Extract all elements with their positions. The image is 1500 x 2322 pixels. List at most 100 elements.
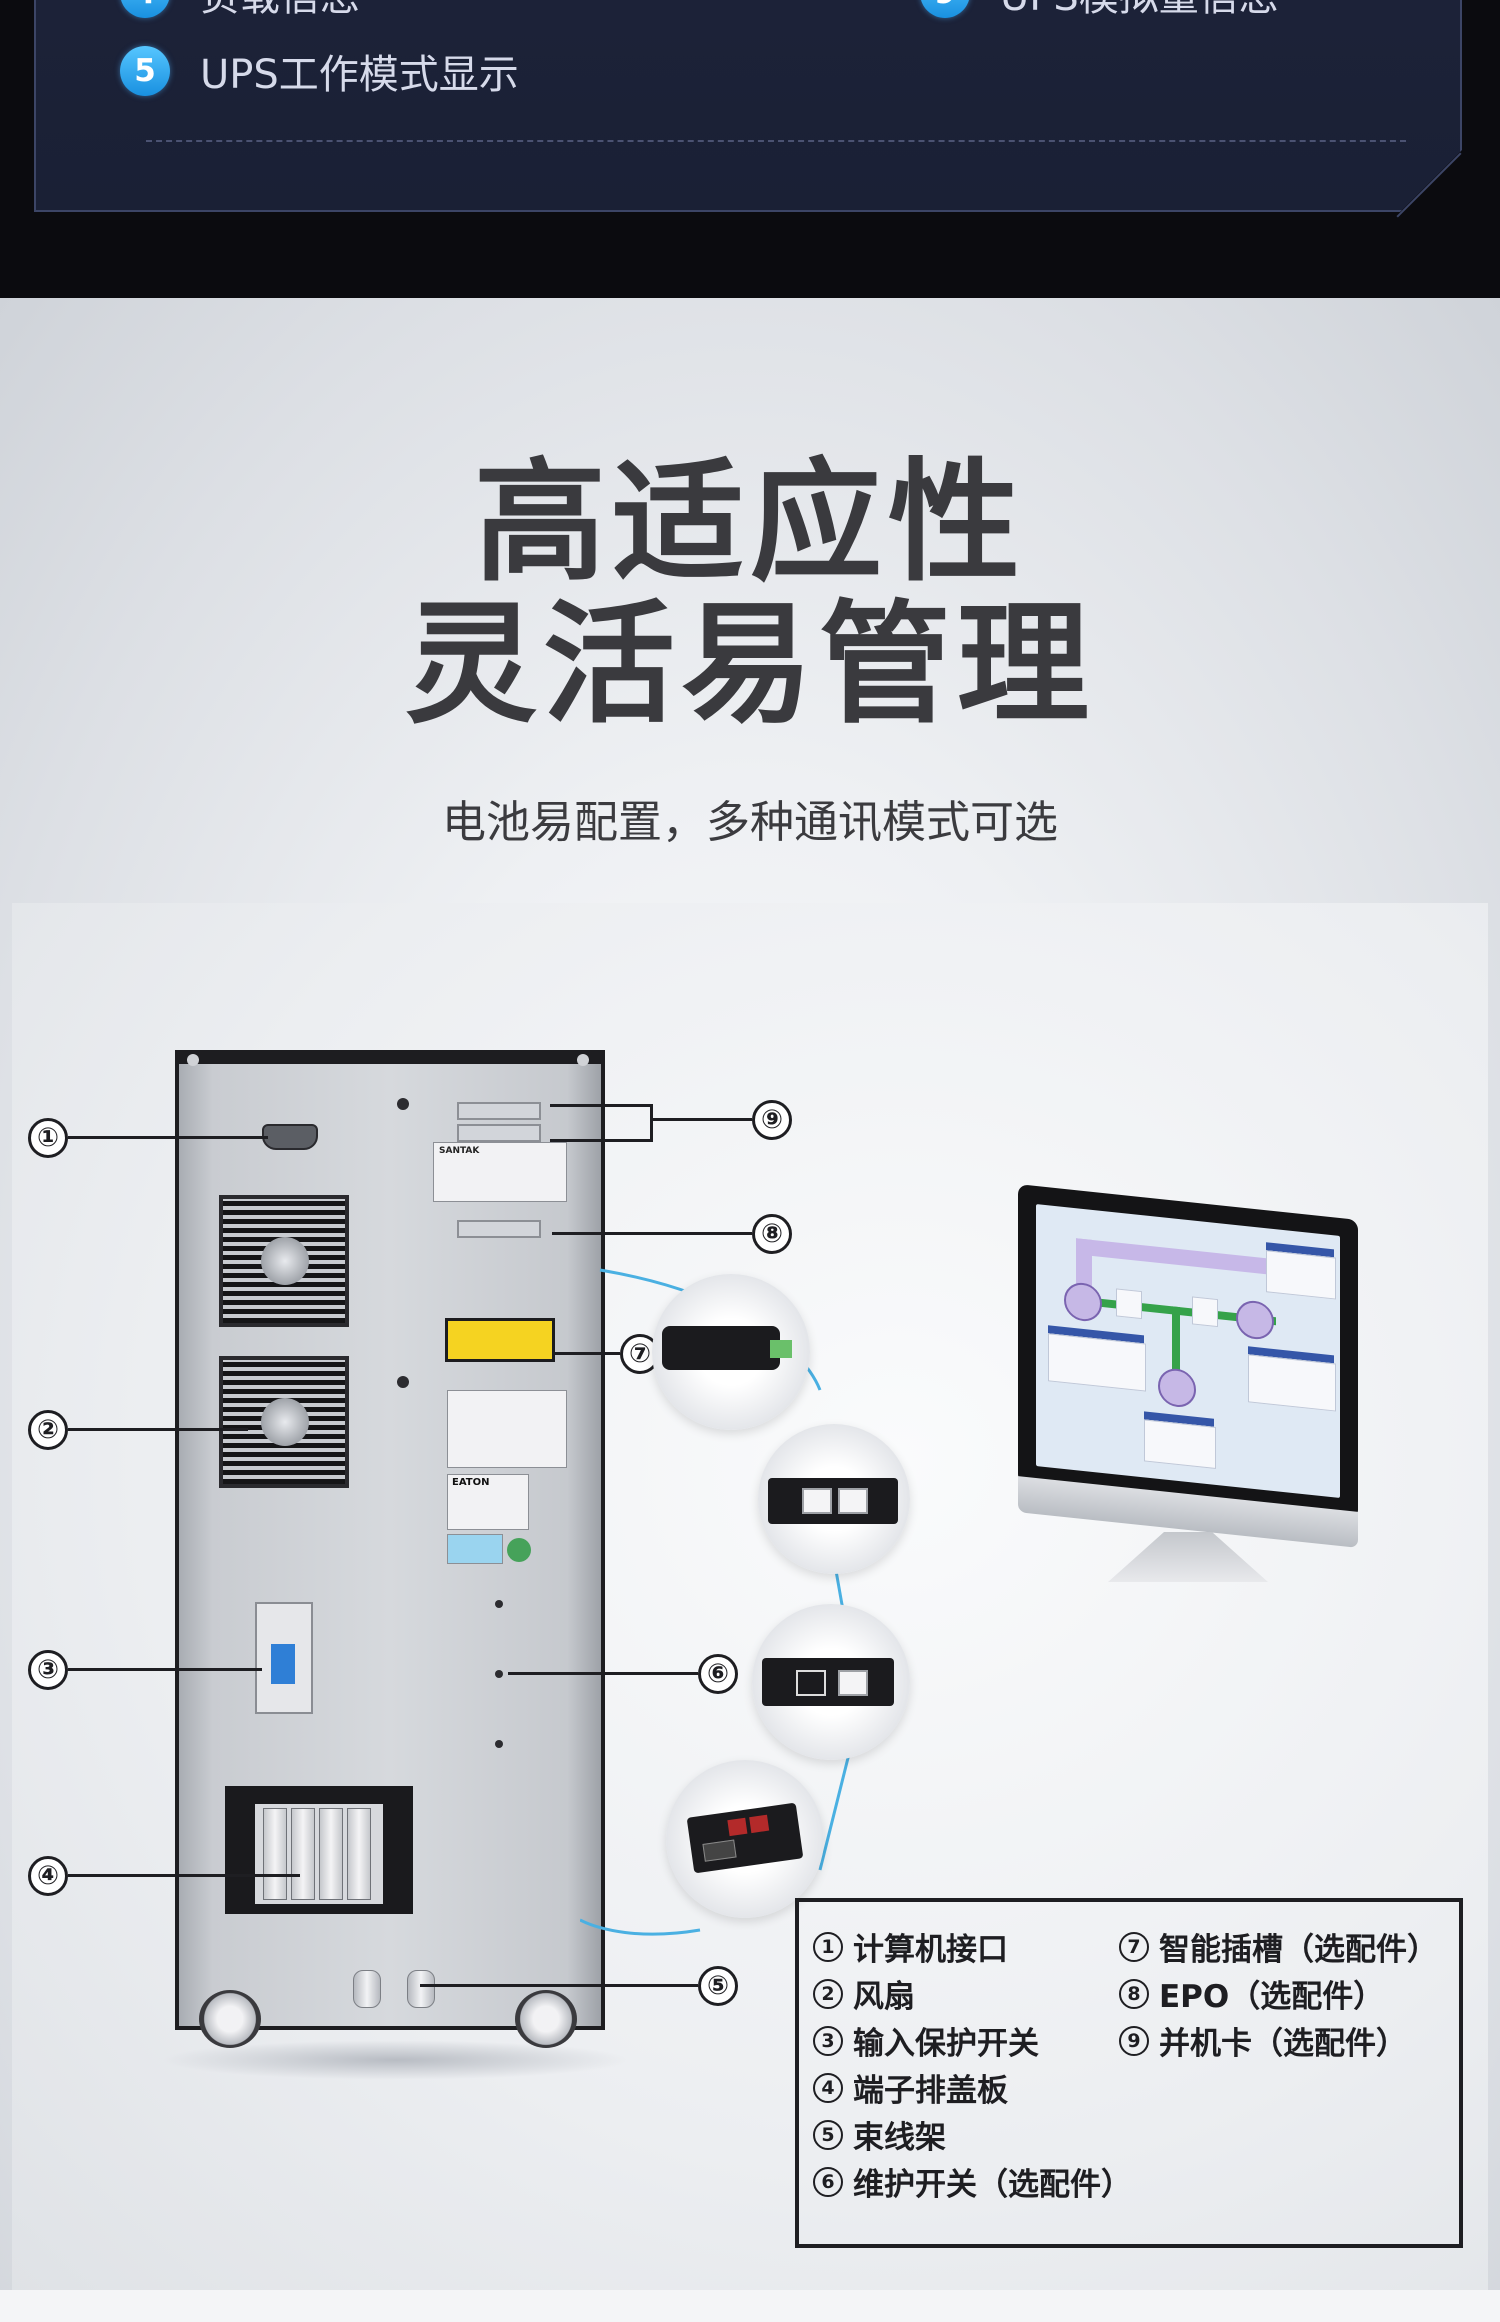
callout-4: ④ [28,1856,68,1896]
card-module [662,1326,780,1370]
legend-label: 维护开关（选配件） [853,2167,1132,2203]
screw [577,1054,589,1066]
screw [495,1670,503,1678]
screw [397,1376,409,1388]
green-certification-sticker [507,1538,531,1562]
monitor-stand [1108,1532,1268,1582]
legend-label: 输入保护开关 [853,2026,1039,2062]
legend-label: 束线架 [853,2120,946,2156]
legend-number: 1 [813,1931,843,1962]
fan-upper [219,1195,349,1327]
feature-label: 负载信息 [200,0,360,22]
legend-number: 2 [813,1978,843,2009]
breaker-switch [271,1644,295,1684]
blue-label [447,1534,503,1564]
rectifier-block [1116,1288,1142,1320]
feature-label: UPS工作模式显示 [200,52,519,98]
card-module [768,1478,898,1524]
callout-8: ⑧ [752,1214,792,1254]
callout-line-5 [420,1984,698,1987]
feature-item-4: 4 负载信息 [120,0,360,22]
callout-line-9 [650,1118,752,1121]
callout-line-3 [68,1668,262,1671]
screw [495,1600,503,1608]
cable-holder [407,1970,435,2008]
legend-item-9: 9 并机卡（选配件） [1119,2018,1407,2063]
feature-item-5: 5 UPS工作模式显示 [120,42,519,100]
legend-item-1: 1 计算机接口 [813,1924,1008,1969]
number-badge: 5 [120,46,170,96]
battery-info-table [1144,1419,1216,1469]
legend-label: 端子排盖板 [853,2073,1008,2109]
legend-label: 智能插槽（选配件） [1159,1932,1438,1968]
callout-2: ② [28,1410,68,1450]
input-info-table [1048,1333,1146,1392]
legend-item-2: 2 风扇 [813,1971,915,2016]
feature-panel: 4 负载信息 9 UPS模拟量信息 5 UPS工作模式显示 [34,0,1462,218]
legend-label: 计算机接口 [853,1932,1008,1968]
rj45-port [838,1670,868,1696]
brand-label: SANTAK [433,1142,567,1202]
callout-5: ⑤ [698,1966,738,2006]
eaton-label: EATON [447,1474,529,1530]
callout-line-8 [552,1232,752,1235]
card-module [686,1802,804,1874]
monitor-screen [1036,1204,1340,1498]
callout-6: ⑥ [698,1654,738,1694]
monitor-frame [1018,1184,1358,1520]
legend-box: 1 计算机接口 2 风扇 3 输入保护开关 4 端子排盖板 5 束线架 6 维护… [795,1898,1463,2248]
santak-logo: SANTAK [439,1146,480,1156]
db9-port [702,1839,737,1862]
rj45-port [802,1488,832,1514]
caster-wheel [515,1990,577,2048]
screen-bus [1076,1238,1276,1276]
input-node [1064,1280,1102,1323]
monitoring-monitor [1018,1184,1358,1582]
dashed-divider [146,140,1406,142]
legend-label: 风扇 [853,1979,915,2015]
legend-label: EPO（选配件） [1159,1979,1385,2015]
rj45-port [838,1488,868,1514]
headline-line-2: 灵活易管理 [405,588,1095,742]
terminal [291,1808,315,1900]
feature-item-9: 9 UPS模拟量信息 [920,0,1279,22]
relay-card-option [666,1760,824,1918]
inverter-block [1192,1296,1218,1328]
card-connector [770,1340,792,1358]
callout-line-6 [508,1672,698,1675]
rating-label [447,1390,567,1468]
computer-port-db9 [262,1124,318,1150]
fan-lower [219,1356,349,1488]
legend-item-3: 3 输入保护开关 [813,2018,1039,2063]
relay [749,1814,770,1834]
headline-line-1: 高适应性 [474,446,1026,600]
section-subtitle: 电池易配置，多种通讯模式可选 [442,797,1058,848]
legend-item-5: 5 束线架 [813,2112,946,2157]
callout-line-2 [68,1428,248,1431]
smart-card-option [652,1274,810,1430]
number-badge: 4 [120,0,170,18]
cable-holder [353,1970,381,2008]
parallel-slot [457,1102,541,1120]
caster-wheel [199,1990,261,2048]
input-breaker [255,1602,313,1714]
legend-number: 7 [1119,1931,1149,1962]
output-info-table [1248,1354,1336,1412]
callout-3: ③ [28,1650,68,1690]
relay [727,1817,748,1837]
bottom-strip [0,2290,1500,2322]
callout-line-4 [68,1874,300,1877]
legend-item-8: 8 EPO（选配件） [1119,1971,1384,2016]
terminal [347,1808,371,1900]
intelligent-slot [445,1318,555,1362]
parallel-slot [457,1124,541,1142]
legend-number: 6 [813,2166,843,2197]
info-table [1266,1250,1336,1300]
terminal-block [225,1786,413,1914]
output-node [1236,1299,1274,1342]
epo-slot [457,1220,541,1238]
number-badge: 9 [920,0,970,18]
feature-label: UPS模拟量信息 [1000,0,1279,22]
callout-1: ① [28,1118,68,1158]
